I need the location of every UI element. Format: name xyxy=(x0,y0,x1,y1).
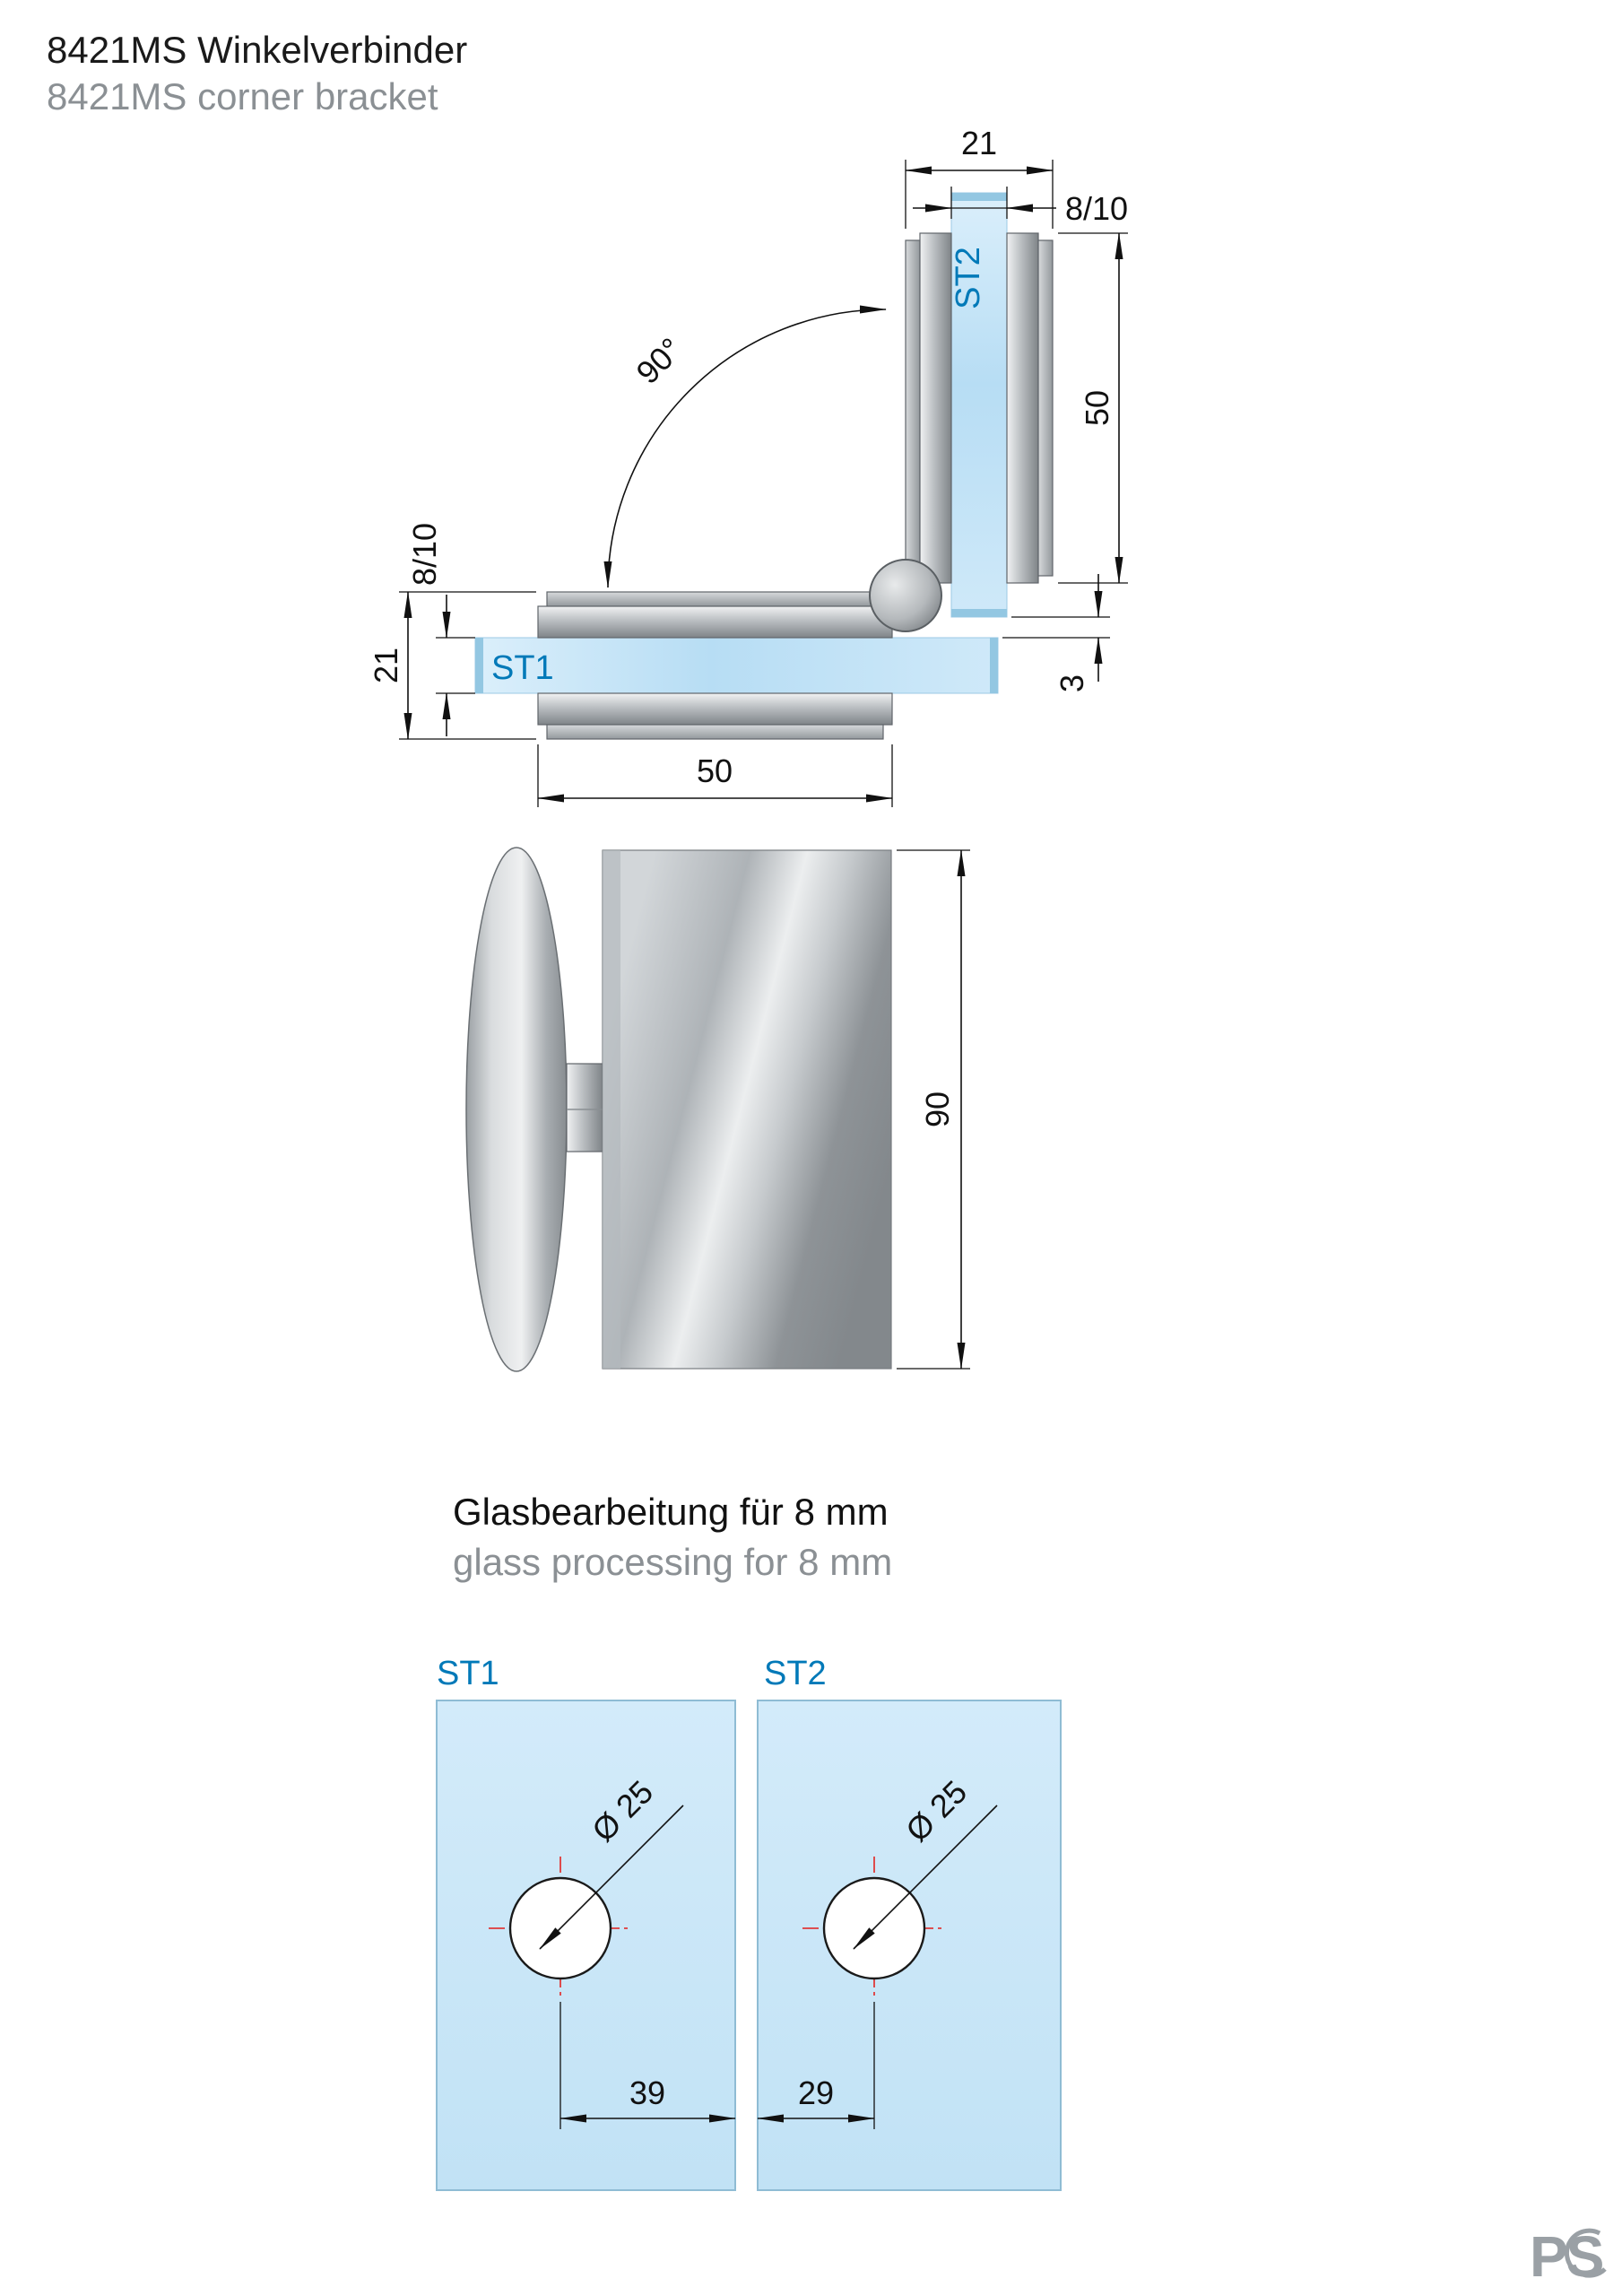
glass-processing-section: Glasbearbeitung für 8 mm glass processin… xyxy=(436,1491,1062,2191)
st1-hole-leader xyxy=(539,1805,684,1950)
clamp-left-jaw xyxy=(919,232,952,584)
clamp-right-jaw xyxy=(1006,232,1039,584)
processing-heading-de: Glasbearbeitung für 8 mm xyxy=(453,1491,889,1533)
brand-logo-swirl-icon xyxy=(1565,2228,1607,2278)
vertical-clamp xyxy=(905,232,1054,584)
st1-panel-label: ST1 xyxy=(437,1655,499,1692)
dim-value-90: 90 xyxy=(919,1091,956,1127)
horizontal-clamp xyxy=(537,591,893,740)
clamp-plate-edge xyxy=(603,850,620,1369)
st2-label: ST2 xyxy=(950,247,987,309)
corner-bracket-view: ST1 ST2 90° 21 8/10 50 xyxy=(368,125,1128,807)
cover-disc xyxy=(465,847,568,1372)
hinge-pivot xyxy=(869,559,942,632)
dim-clamp-width-top: 21 xyxy=(905,125,1054,229)
dim-value-21-top: 21 xyxy=(961,125,997,161)
clamp-right-ridge xyxy=(1037,239,1054,577)
processing-heading-en: glass processing for 8 mm xyxy=(453,1541,892,1583)
st1-glass-edge-left xyxy=(475,638,483,693)
brand-logo: PS xyxy=(1530,2224,1607,2289)
st2-glass-edge-bottom xyxy=(951,609,1007,617)
dim-value-21-left: 21 xyxy=(368,648,404,683)
st2-glass-edge-top xyxy=(951,193,1007,201)
dim-clamp-height-left: 21 xyxy=(368,591,536,740)
clamp-bottom-jaw xyxy=(537,692,893,726)
st1-glass-edge-right xyxy=(990,638,998,693)
dim-value-29: 29 xyxy=(798,2074,834,2111)
shaft xyxy=(566,1063,603,1152)
dim-glass-thickness-top: 8/10 xyxy=(913,187,1128,227)
angle-arc xyxy=(603,305,887,588)
dim-value-39: 39 xyxy=(629,2074,665,2111)
st1-label: ST1 xyxy=(491,649,554,687)
dim-value-50-right: 50 xyxy=(1079,390,1115,426)
page-title-de: 8421MS Winkelverbinder xyxy=(47,29,467,71)
dim-glass-gap: 3 xyxy=(1002,574,1110,692)
clamp-top-ridge xyxy=(546,591,884,607)
dim-plate-height: 90 xyxy=(897,849,970,1370)
clamp-bottom-ridge xyxy=(546,724,884,740)
processing-panel-st2: ST2 Ø 25 29 xyxy=(757,1655,1062,2191)
dim-value-8-10-left: 8/10 xyxy=(406,523,443,586)
processing-panel-st1: ST1 Ø 25 39 xyxy=(436,1655,736,2191)
dim-clamp-length-bottom: 50 xyxy=(537,744,893,807)
dim-glass-thickness-left: 8/10 xyxy=(406,523,475,736)
dim-st2-hole-offset: 29 xyxy=(757,2002,875,2129)
side-view: 90 xyxy=(465,847,970,1372)
dim-clamp-length-right: 50 xyxy=(1058,232,1128,584)
clamp-top-jaw xyxy=(537,605,893,639)
dim-value-50-bottom: 50 xyxy=(697,752,733,789)
clamp-plate xyxy=(602,849,892,1370)
dim-value-8-10-top: 8/10 xyxy=(1065,190,1128,227)
st2-hole-leader xyxy=(853,1805,998,1950)
page-title-en: 8421MS corner bracket xyxy=(47,75,438,117)
dim-st1-hole-offset: 39 xyxy=(559,2002,736,2129)
clamp-left-ridge xyxy=(905,239,921,577)
st2-panel-label: ST2 xyxy=(764,1655,827,1692)
dim-value-3: 3 xyxy=(1054,674,1090,692)
header: 8421MS Winkelverbinder 8421MS corner bra… xyxy=(47,29,467,117)
